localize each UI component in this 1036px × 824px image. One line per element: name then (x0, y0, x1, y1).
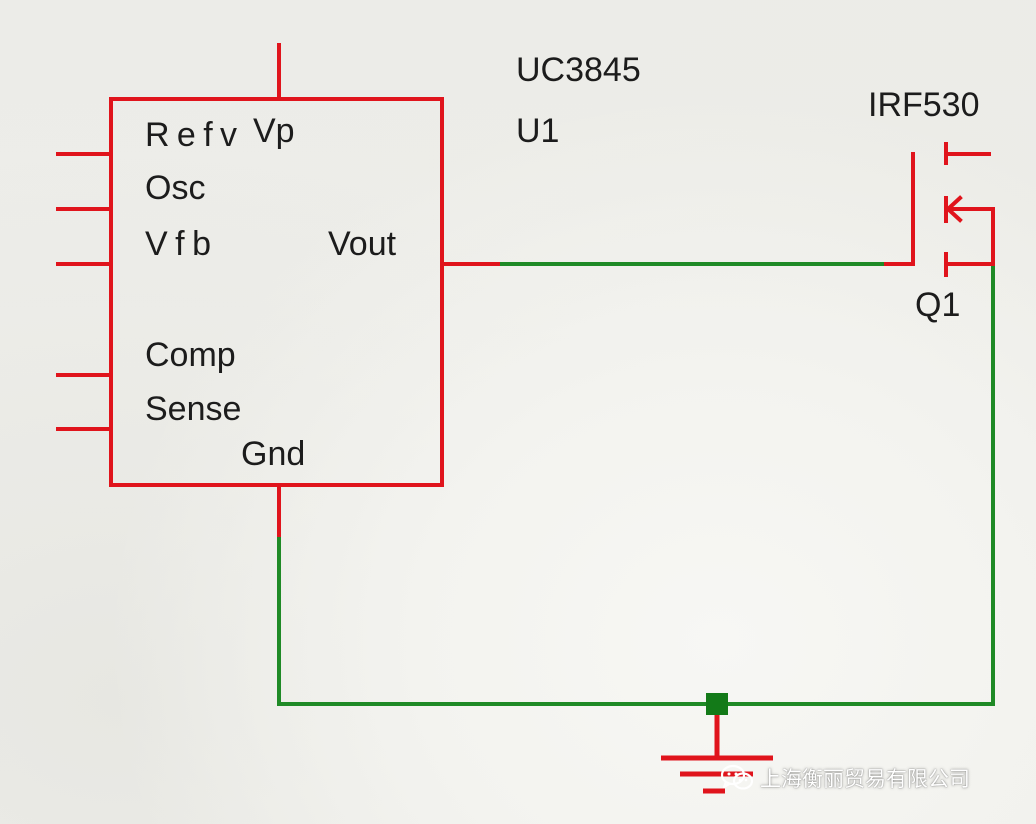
pin-label-vp: Vp (253, 112, 295, 150)
pin-label-vout: Vout (328, 225, 397, 263)
ic-part-number: UC3845 (516, 51, 641, 89)
ic-u1-body (109, 97, 444, 487)
pin-label-vfb: Vfb (145, 225, 211, 263)
body-to-source (946, 207, 995, 266)
wechat-icon (720, 764, 754, 790)
junction-dot (706, 693, 728, 715)
ic-u1 (56, 43, 500, 537)
pin-label-sense: Sense (145, 390, 241, 428)
watermark: 上海衡丽贸易有限公司 (720, 760, 1020, 796)
pin-label-comp: Comp (145, 336, 236, 374)
mosfet-q1 (884, 142, 995, 277)
ic-designator: U1 (516, 112, 559, 150)
mosfet-designator: Q1 (915, 286, 960, 324)
mosfet-part-number: IRF530 (868, 86, 980, 124)
pin-label-osc: Osc (145, 169, 205, 207)
wires (277, 262, 995, 706)
pin-label-refv: Refv (145, 116, 237, 154)
watermark-text: 上海衡丽贸易有限公司 (760, 767, 970, 791)
pin-label-gnd: Gnd (241, 435, 305, 473)
labels: Refv Vp Osc Vfb Vout Comp Sense Gnd UC38… (145, 51, 980, 473)
gate-lead (884, 152, 915, 266)
